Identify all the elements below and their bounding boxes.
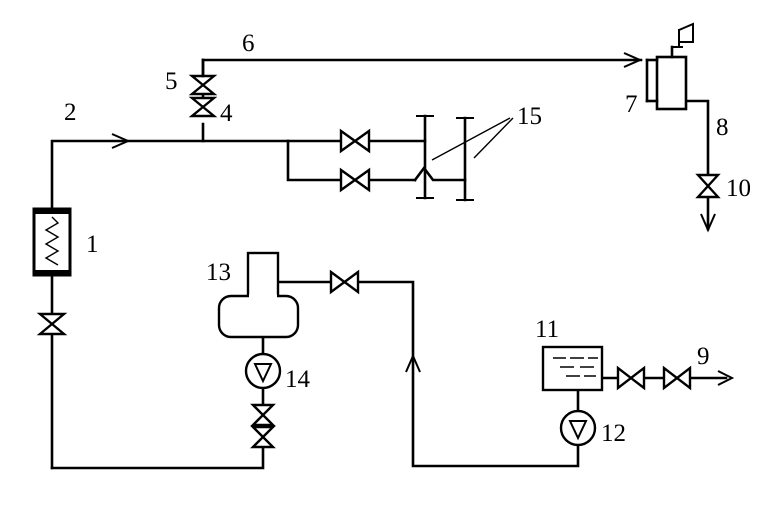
label-10: 10 — [726, 175, 751, 202]
valve-line9-first — [616, 365, 646, 391]
pump-14 — [244, 352, 282, 390]
label-7: 7 — [625, 91, 638, 118]
pipe-left-vertical-upper — [50, 139, 290, 211]
valve-heater-inlet — [36, 312, 68, 336]
tank-11 — [541, 345, 604, 392]
pipe-bypass-lower-crossover — [413, 165, 467, 182]
label-5: 5 — [165, 68, 178, 95]
label-1: 1 — [86, 231, 99, 258]
label-6: 6 — [242, 30, 255, 57]
valve-5 — [188, 58, 218, 96]
pump-12 — [559, 409, 597, 447]
pipe-bypass-lower — [286, 139, 417, 182]
flow-arrow-riser — [405, 353, 421, 373]
flange-15-left — [416, 114, 434, 200]
label-4: 4 — [220, 100, 233, 127]
nozzle-icon — [678, 22, 694, 43]
valve-pump14-lower — [250, 425, 276, 449]
pipe-line-8 — [684, 99, 710, 177]
valve-pump14-upper — [250, 403, 276, 427]
valve-4 — [188, 96, 218, 118]
flow-arrow-line-6 — [623, 52, 643, 68]
pipe-bottom-return — [50, 445, 265, 470]
heating-coil-icon — [44, 216, 60, 266]
flange-15-right — [456, 116, 474, 202]
label-12: 12 — [601, 420, 626, 447]
pipe-tank13-outlet — [276, 280, 580, 468]
flow-arrow-line-2 — [111, 133, 131, 149]
liquid-level-icon — [553, 357, 598, 377]
valve-tank13-outlet — [329, 269, 360, 295]
leader-line-15 — [431, 117, 514, 161]
tank-13 — [217, 251, 300, 339]
valve-line9-second — [662, 365, 692, 391]
label-14: 14 — [285, 366, 311, 393]
label-15: 15 — [517, 103, 542, 130]
flow-arrow-line-9 — [717, 370, 735, 386]
valve-10 — [695, 173, 721, 199]
valve-bypass-upper — [339, 128, 371, 154]
label-8: 8 — [716, 114, 729, 141]
separator-7 — [645, 22, 694, 111]
valve-bypass-lower — [339, 167, 371, 193]
label-2: 2 — [64, 99, 77, 126]
label-13: 13 — [206, 259, 231, 286]
heater-1 — [32, 207, 72, 277]
label-11: 11 — [535, 316, 559, 343]
label-9: 9 — [697, 343, 710, 370]
flow-arrow-line-10 — [700, 213, 716, 233]
